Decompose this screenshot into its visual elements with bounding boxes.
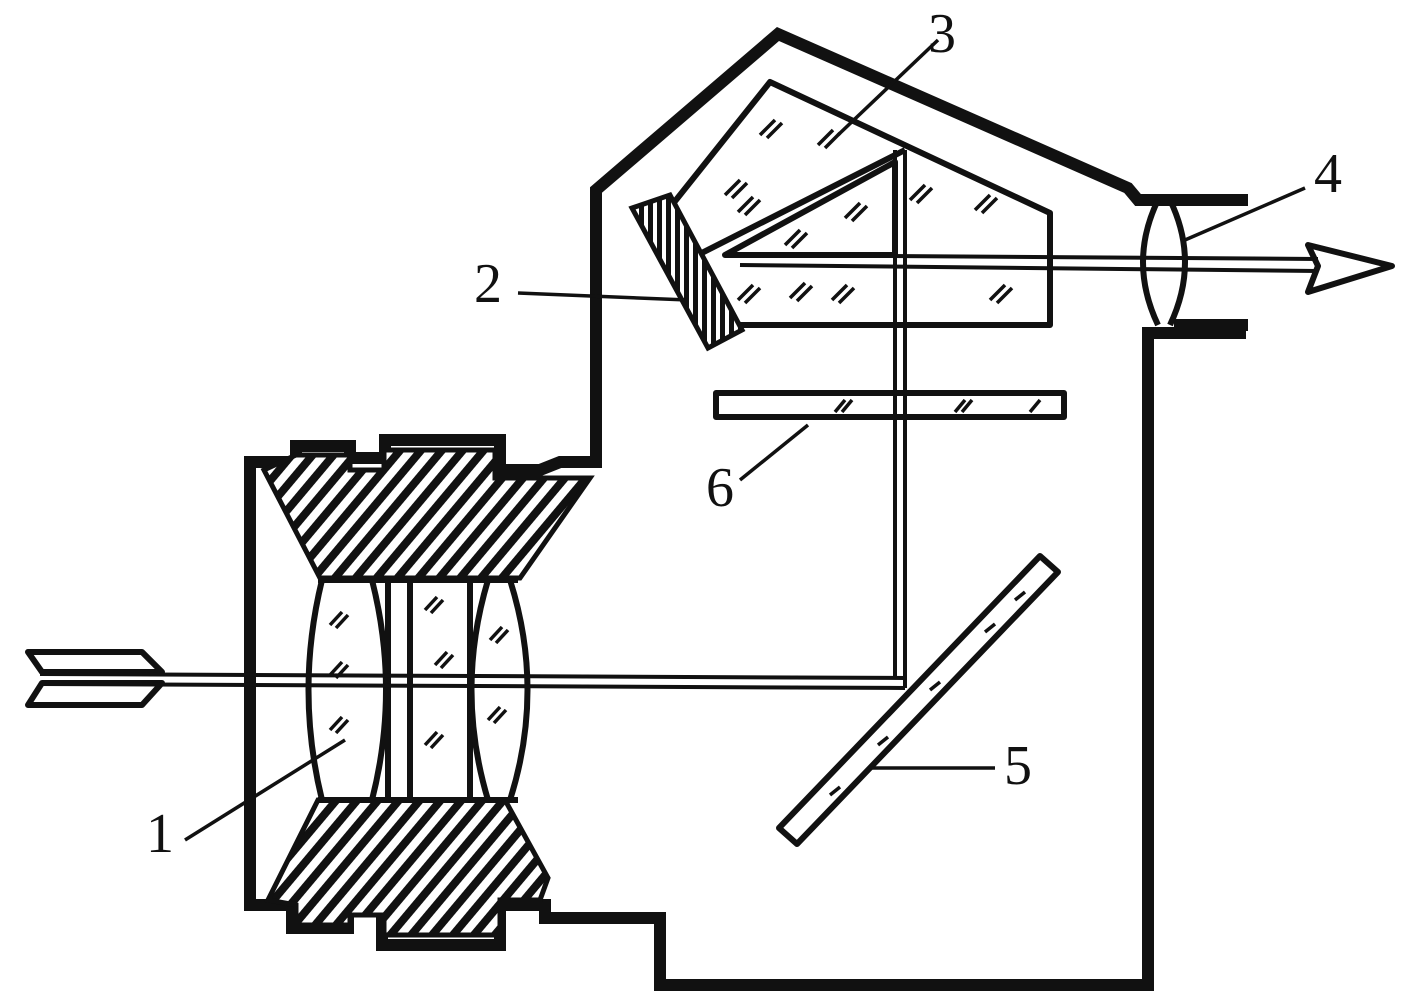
label-1: 1: [146, 803, 174, 865]
objective-lens: [305, 577, 531, 803]
output-light-path: [739, 242, 1395, 295]
leader-lines: [184, 38, 1306, 842]
lens-mount-bottom: [264, 797, 551, 938]
label-4: 4: [1314, 143, 1342, 205]
focusing-screen: [713, 390, 1067, 420]
incoming-light-arrow: [25, 649, 906, 708]
label-5: 5: [1004, 735, 1032, 797]
hatched-element-2: [628, 191, 746, 352]
label-3: 3: [928, 3, 956, 65]
camera-body-outline: [244, 26, 1246, 991]
label-6: 6: [706, 457, 734, 519]
eyepiece-lens: [1140, 194, 1248, 331]
pentaprism: [669, 79, 1053, 328]
label-2: 2: [474, 253, 502, 315]
reflex-mirror: [776, 553, 1061, 847]
